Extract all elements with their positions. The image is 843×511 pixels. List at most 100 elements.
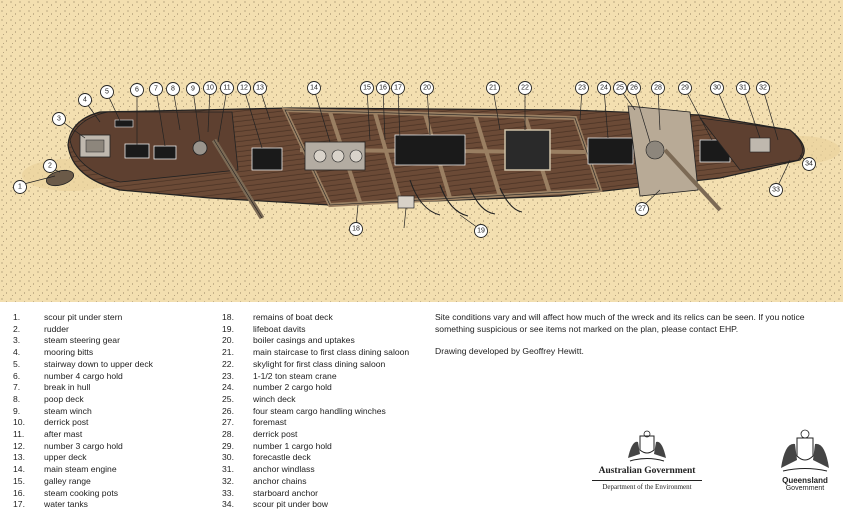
legend-label: number 1 cargo hold xyxy=(253,440,332,451)
callout-18: 18 xyxy=(349,222,363,236)
legend-number: 25. xyxy=(222,393,234,404)
legend-label: scour pit under bow xyxy=(253,499,328,510)
legend-item: 20.boiler casings and uptakes xyxy=(222,335,409,347)
svg-text:29: 29 xyxy=(681,85,689,92)
callout-3: 3 xyxy=(52,112,66,126)
svg-text:12: 12 xyxy=(240,85,248,92)
legend-number: 15. xyxy=(13,475,25,486)
legend-label: 1-1/2 ton steam crane xyxy=(253,370,337,381)
queensland-government-label: Government xyxy=(785,485,825,492)
svg-text:19: 19 xyxy=(477,228,485,235)
legend-label: scour pit under stern xyxy=(44,312,123,322)
svg-text:14: 14 xyxy=(310,85,318,92)
callout-21: 21 xyxy=(486,81,500,95)
callout-2: 2 xyxy=(43,159,57,173)
legend-number: 4. xyxy=(13,347,21,358)
legend-label: water tanks xyxy=(44,499,88,510)
legend-item: 25.winch deck xyxy=(222,394,409,406)
svg-text:21: 21 xyxy=(489,85,497,92)
legend-number: 31. xyxy=(222,464,234,475)
callout-23: 23 xyxy=(575,81,589,95)
legend-item: 2.rudder xyxy=(13,324,153,336)
callout-14: 14 xyxy=(307,81,321,95)
svg-text:18: 18 xyxy=(352,226,360,233)
legend-number: 11. xyxy=(13,429,25,440)
legend-item: 22.skylight for first class dining saloo… xyxy=(222,359,409,371)
legend-item: 3.steam steering gear xyxy=(13,335,153,347)
legend-label: derrick post xyxy=(44,417,89,428)
legend-number: 3. xyxy=(13,335,21,346)
svg-text:30: 30 xyxy=(713,85,721,92)
svg-text:26: 26 xyxy=(630,85,638,92)
legend-label: after mast xyxy=(44,429,83,440)
legend-number: 20. xyxy=(222,335,234,346)
drawing-credit: Drawing developed by Geoffrey Hewitt. xyxy=(435,346,584,356)
legend-item: 19.lifeboat davits xyxy=(222,324,409,336)
svg-text:1: 1 xyxy=(18,184,22,191)
svg-text:2: 2 xyxy=(48,163,52,170)
legend-label: stairway down to upper deck xyxy=(44,358,153,369)
legend-item: 28. derrick post xyxy=(222,429,409,441)
legend-label: four steam cargo handling winches xyxy=(253,405,386,416)
legend-item: 8.poop deck xyxy=(13,394,153,406)
callout-19: 19 xyxy=(474,224,488,238)
legend-label: mooring bitts xyxy=(44,347,94,358)
legend-number: 18. xyxy=(222,312,234,322)
svg-text:13: 13 xyxy=(256,85,264,92)
callout-20: 20 xyxy=(420,81,434,95)
callout-25: 25 xyxy=(613,81,627,95)
callout-28: 28 xyxy=(651,81,665,95)
legend-item: 17.water tanks xyxy=(13,499,153,511)
svg-text:16: 16 xyxy=(379,85,387,92)
svg-text:9: 9 xyxy=(191,86,195,93)
legend-label: upper deck xyxy=(44,452,87,463)
callout-34: 34 xyxy=(802,157,816,171)
legend-item: 27. foremast xyxy=(222,417,409,429)
legend-item: 24.number 2 cargo hold xyxy=(222,382,409,394)
svg-text:17: 17 xyxy=(394,85,402,92)
svg-text:31: 31 xyxy=(739,85,747,92)
legend-number: 1. xyxy=(13,312,21,322)
svg-text:33: 33 xyxy=(772,187,780,194)
svg-text:4: 4 xyxy=(83,97,87,104)
svg-text:25: 25 xyxy=(616,85,624,92)
legend-label: galley range xyxy=(44,475,91,486)
legend-label: main steam engine xyxy=(44,464,117,475)
legend-label: derrick post xyxy=(253,429,298,440)
legend-item: 32.anchor chains xyxy=(222,476,409,488)
legend-label: break in hull xyxy=(44,382,91,393)
legend-number: 28. xyxy=(222,429,234,440)
callout-17: 17 xyxy=(391,81,405,95)
australian-government-logo: Australian Government Department of the … xyxy=(592,430,702,492)
queensland-name: Queensland xyxy=(782,476,828,485)
legend-item: 13.upper deck xyxy=(13,452,153,464)
legend-item: 11. after mast xyxy=(13,429,153,441)
callout-27: 27 xyxy=(635,202,649,216)
legend-number: 33. xyxy=(222,487,234,498)
legend-column-2: 18. remains of boat deck 19.lifeboat davi… xyxy=(222,312,409,511)
legend-number: 27. xyxy=(222,417,234,428)
legend-number: 19. xyxy=(222,323,234,334)
coat-of-arms-icon xyxy=(628,430,666,462)
legend-item: 5.stairway down to upper deck xyxy=(13,359,153,371)
legend-item: 26.four steam cargo handling winches xyxy=(222,406,409,418)
legend-column-1: 1. scour pit under stern 2.rudder 3.steam… xyxy=(13,312,153,511)
legend-label: foremast xyxy=(253,417,287,428)
legend-number: 10. xyxy=(13,417,25,428)
svg-text:5: 5 xyxy=(105,89,109,96)
callout-16: 16 xyxy=(376,81,390,95)
shipwreck-diagram: 1 2 3 4 5 6 7 8 9 10 11 12 13 14 15 16 1… xyxy=(0,0,843,302)
legend-number: 21. xyxy=(222,347,234,358)
legend-number: 23. xyxy=(222,370,234,381)
legend-label: remains of boat deck xyxy=(253,312,333,322)
svg-text:6: 6 xyxy=(135,87,139,94)
legend-item: 9.steam winch xyxy=(13,406,153,418)
legend-label: rudder xyxy=(44,323,69,334)
legend-number: 24. xyxy=(222,382,234,393)
callout-10: 10 xyxy=(203,81,217,95)
legend-item: 21.main staircase to first class dining … xyxy=(222,347,409,359)
legend-item: 12.number 3 cargo hold xyxy=(13,441,153,453)
callout-11: 11 xyxy=(220,81,234,95)
callout-15: 15 xyxy=(360,81,374,95)
legend-item: 29.number 1 cargo hold xyxy=(222,441,409,453)
